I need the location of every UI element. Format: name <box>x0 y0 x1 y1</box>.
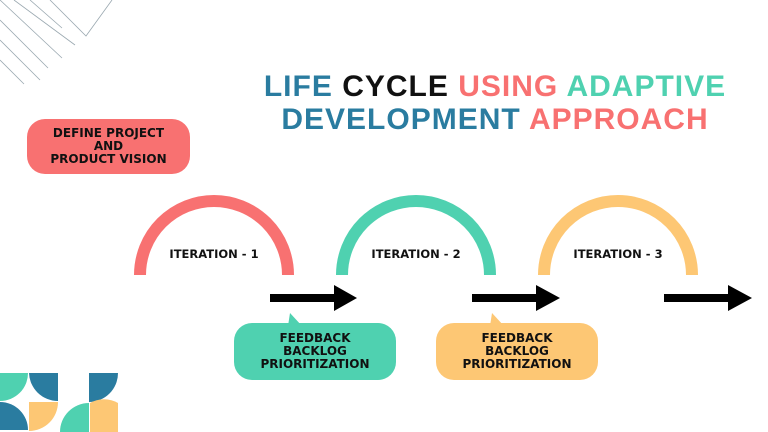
arrows <box>270 285 752 311</box>
iteration-2-label: ITERATION - 2 <box>371 247 461 261</box>
bubble-tail <box>490 313 504 326</box>
feedback-bubble-1: FEEDBACK BACKLOG PRIORITIZATION <box>234 323 396 380</box>
feedback-line: BACKLOG <box>283 344 347 358</box>
title-word: ADAPTIVE <box>566 70 727 103</box>
iteration-2-arc <box>336 195 496 276</box>
define-line: DEFINE PROJECT <box>52 126 165 140</box>
define-line: AND <box>93 139 124 153</box>
feedback-bubble-2: FEEDBACK BACKLOG PRIORITIZATION <box>436 323 598 380</box>
feedback-line: PRIORITIZATION <box>260 357 370 371</box>
diagonal-lines-decoration <box>0 0 113 85</box>
tile-pattern-decoration <box>0 373 118 432</box>
define-line: PRODUCT VISION <box>50 152 167 166</box>
feedback-line: PRIORITIZATION <box>462 357 572 371</box>
page-title: LIFE CYCLE USING ADAPTIVE DEVELOPMENT AP… <box>230 70 760 136</box>
iteration-arcs <box>134 195 698 276</box>
arrow-right-icon <box>270 285 357 311</box>
title-word: CYCLE <box>342 70 449 103</box>
define-vision-box: DEFINE PROJECT AND PRODUCT VISION <box>27 119 190 174</box>
arrow-right-icon <box>472 285 560 311</box>
page-title-line-2: DEVELOPMENT APPROACH <box>230 103 760 136</box>
bubble-tail <box>288 313 302 326</box>
iteration-1-arc <box>134 195 294 276</box>
iteration-3-label: ITERATION - 3 <box>573 247 663 261</box>
feedback-line: FEEDBACK <box>481 331 553 345</box>
feedback-line: BACKLOG <box>485 344 549 358</box>
title-word: USING <box>458 70 559 103</box>
title-word: LIFE <box>263 70 333 103</box>
page-title-line-1: LIFE CYCLE USING ADAPTIVE <box>230 70 760 103</box>
feedback-line: FEEDBACK <box>279 331 351 345</box>
arrow-right-icon <box>664 285 752 311</box>
title-word: DEVELOPMENT <box>281 103 521 136</box>
title-word: APPROACH <box>528 103 709 136</box>
iteration-1-label: ITERATION - 1 <box>169 247 259 261</box>
iteration-3-arc <box>538 195 698 276</box>
